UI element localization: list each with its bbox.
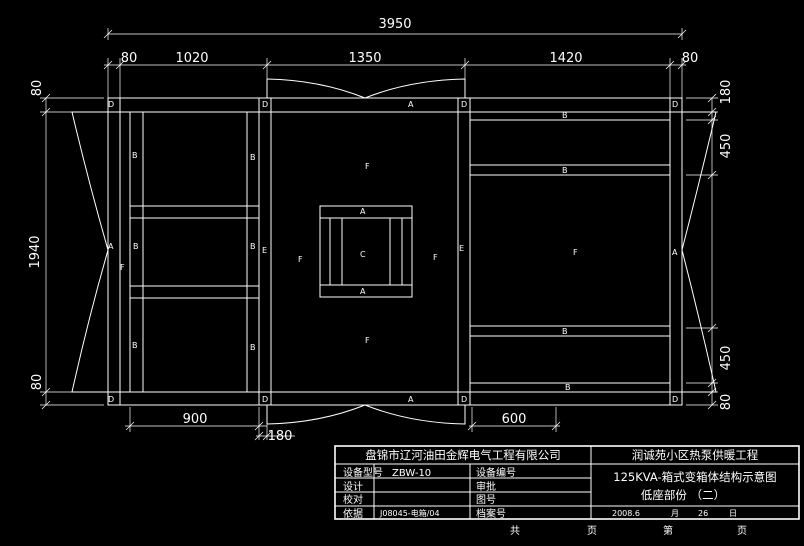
dim-height-total: 1940 bbox=[28, 235, 43, 268]
design-label: 设计 bbox=[343, 480, 363, 493]
basis-value: J08045-电箱/04 bbox=[379, 508, 440, 518]
label-a: A bbox=[108, 242, 114, 251]
model-value: ZBW-10 bbox=[392, 468, 431, 479]
dim-seg-1: 1020 bbox=[175, 51, 208, 66]
label-d: D bbox=[108, 100, 114, 109]
label-d: D bbox=[262, 100, 268, 109]
day-value: 26 bbox=[698, 509, 708, 518]
label-f: F bbox=[573, 248, 578, 257]
date-year: 2008.6 bbox=[612, 509, 640, 518]
dim-right-edge: 80 bbox=[682, 51, 699, 66]
equip-no-label: 设备编号 bbox=[476, 466, 516, 479]
center-frame bbox=[319, 205, 413, 298]
review-label: 审批 bbox=[476, 480, 496, 493]
label-e: E bbox=[262, 246, 267, 255]
dim-bottom-left: 900 bbox=[183, 412, 208, 427]
dim-total-width: 3950 bbox=[378, 17, 411, 32]
dim-left-edge: 80 bbox=[121, 51, 138, 66]
label-e: E bbox=[459, 244, 464, 253]
label-c: C bbox=[360, 250, 366, 259]
label-b: B bbox=[132, 341, 138, 350]
dim-bottom-gap: 180 bbox=[268, 429, 293, 444]
month-label: 月 bbox=[671, 509, 679, 518]
dim-right-mid-bottom: 450 bbox=[719, 346, 734, 371]
pages-label-2: 页 bbox=[737, 525, 747, 537]
pages-label: 页 bbox=[587, 525, 597, 537]
top-dimensions: 3950 80 1020 1350 1420 80 bbox=[103, 17, 699, 98]
page-number-label: 第 bbox=[663, 524, 673, 537]
label-d: D bbox=[461, 395, 467, 404]
right-dimensions: 180 450 450 80 bbox=[686, 80, 734, 411]
dim-right-top: 180 bbox=[719, 80, 734, 105]
check-label: 校对 bbox=[343, 493, 363, 506]
member-labels: D D D D D D D D A A A A A A B B B B B B … bbox=[108, 100, 678, 404]
box-outline bbox=[107, 97, 683, 406]
model-label: 设备型号 bbox=[343, 466, 383, 479]
company-name: 盘锦市辽河油田金辉电气工程有限公司 bbox=[365, 448, 561, 462]
dim-left-bottom: 80 bbox=[30, 374, 45, 391]
label-d: D bbox=[672, 100, 678, 109]
label-d: D bbox=[108, 395, 114, 404]
dim-seg-2: 1350 bbox=[348, 51, 381, 66]
day-label: 日 bbox=[729, 509, 737, 518]
drawing-title: 125KVA-箱式变箱体结构示意图 bbox=[613, 470, 776, 484]
drawing-no-label: 图号 bbox=[476, 494, 496, 506]
right-compartment bbox=[470, 119, 670, 384]
label-d: D bbox=[262, 395, 268, 404]
label-f: F bbox=[120, 263, 125, 272]
label-b: B bbox=[562, 166, 568, 175]
left-dimensions: 80 1940 80 bbox=[28, 80, 104, 410]
total-pages-label: 共 bbox=[510, 525, 520, 537]
project-name: 润诚苑小区热泵供暖工程 bbox=[632, 448, 759, 462]
dim-seg-3: 1420 bbox=[549, 51, 582, 66]
label-b: B bbox=[562, 327, 568, 336]
label-b: B bbox=[250, 242, 256, 251]
label-f: F bbox=[298, 255, 303, 264]
label-b: B bbox=[133, 242, 139, 251]
dim-right-bottom: 80 bbox=[719, 394, 734, 411]
label-d: D bbox=[672, 395, 678, 404]
label-b: B bbox=[250, 343, 256, 352]
label-f: F bbox=[365, 336, 370, 345]
left-compartment bbox=[129, 112, 259, 392]
label-f: F bbox=[365, 162, 370, 171]
label-a: A bbox=[408, 395, 414, 404]
label-d: D bbox=[461, 100, 467, 109]
label-a: A bbox=[672, 248, 678, 257]
dim-left-top: 80 bbox=[30, 80, 45, 97]
drawing-subtitle: 低座部份 （二） bbox=[641, 488, 725, 502]
label-b: B bbox=[132, 151, 138, 160]
title-block: 盘锦市辽河油田金辉电气工程有限公司 润诚苑小区热泵供暖工程 设备型号 ZBW-1… bbox=[334, 445, 800, 537]
archive-label: 档案号 bbox=[476, 507, 506, 520]
dim-right-mid-top: 450 bbox=[719, 134, 734, 159]
label-b: B bbox=[565, 383, 571, 392]
label-a: A bbox=[360, 287, 366, 296]
label-a: A bbox=[360, 207, 366, 216]
label-a: A bbox=[408, 100, 414, 109]
label-b: B bbox=[250, 153, 256, 162]
basis-label: 依据 bbox=[343, 507, 363, 520]
dim-bottom-right: 600 bbox=[502, 412, 527, 427]
label-b: B bbox=[562, 111, 568, 120]
door-arcs bbox=[71, 78, 717, 425]
bottom-dimensions: 900 180 600 bbox=[125, 407, 561, 444]
label-f: F bbox=[433, 253, 438, 262]
